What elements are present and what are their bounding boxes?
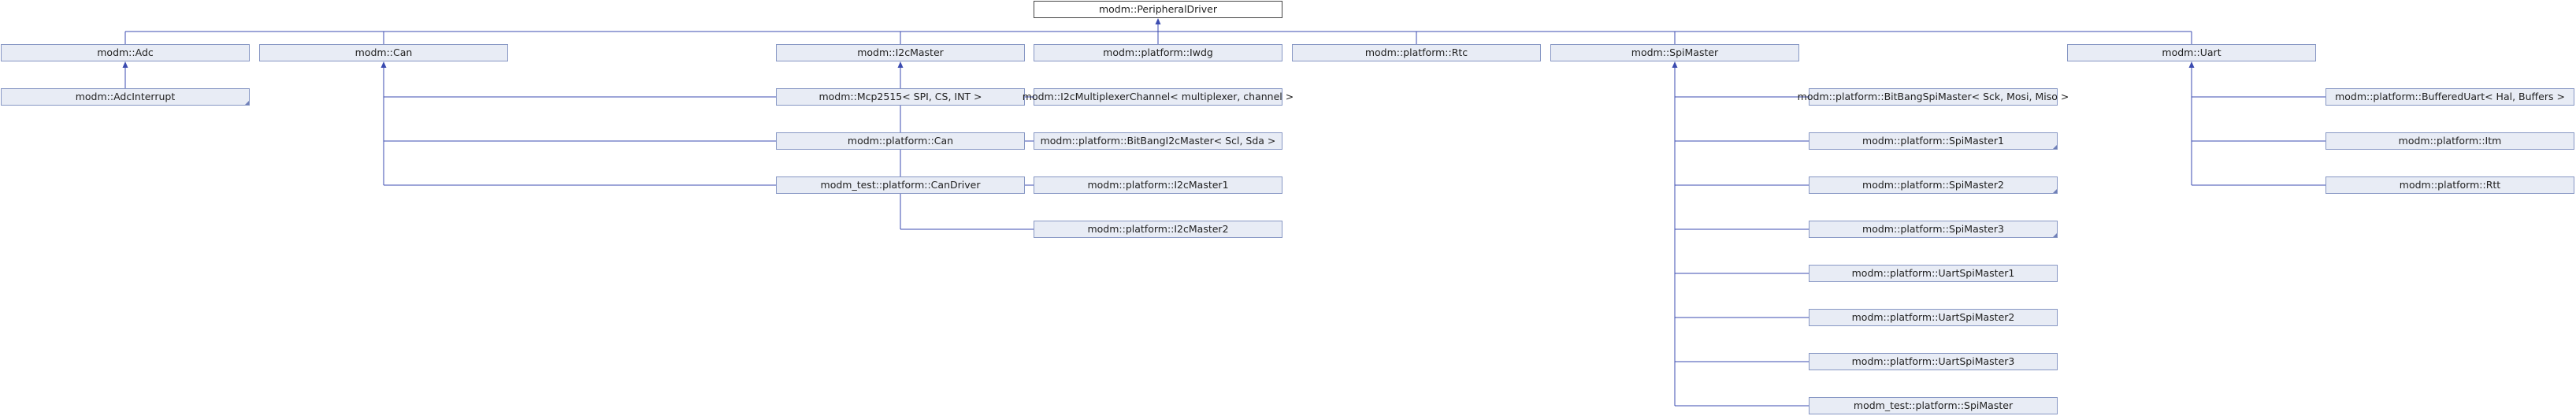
- class-node-i2c1[interactable]: modm::platform::I2cMaster1: [1034, 176, 1282, 194]
- class-node-box: [2067, 44, 2316, 61]
- class-node-box: [776, 176, 1025, 194]
- class-node-box: [776, 88, 1025, 106]
- class-node-i2c[interactable]: modm::I2cMaster: [776, 44, 1025, 61]
- class-node-box: [1, 44, 250, 61]
- class-node-box: [1809, 397, 2058, 414]
- class-node-box: [1809, 132, 2058, 150]
- class-node-box: [1809, 265, 2058, 282]
- class-node-label: modm::SpiMaster: [1631, 46, 1719, 58]
- class-node-label: modm::I2cMaster: [857, 46, 944, 58]
- class-node-label: modm_test::platform::SpiMaster: [1854, 399, 2014, 411]
- class-node-box: [1809, 221, 2058, 238]
- class-node-buart[interactable]: modm::platform::BufferedUart< Hal, Buffe…: [2325, 88, 2574, 106]
- class-node-uspi2[interactable]: modm::platform::UartSpiMaster2: [1809, 309, 2058, 326]
- class-node-label: modm::platform::BitBangI2cMaster< Scl, S…: [1041, 135, 1276, 147]
- class-node-label: modm::platform::Rtt: [2400, 179, 2500, 191]
- class-node-label: modm::platform::UartSpiMaster2: [1852, 311, 2015, 323]
- class-node-rtt[interactable]: modm::platform::Rtt: [2325, 176, 2574, 194]
- truncated-marker-icon: [2053, 145, 2057, 149]
- class-node-label: modm::platform::Can: [848, 135, 953, 147]
- class-node-label: modm::platform::UartSpiMaster1: [1852, 267, 2015, 279]
- class-node-spi2[interactable]: modm::platform::SpiMaster2: [1809, 176, 2058, 194]
- class-node-rtc[interactable]: modm::platform::Rtc: [1292, 44, 1541, 61]
- class-node-label: modm::platform::BufferedUart< Hal, Buffe…: [2335, 91, 2565, 102]
- truncated-marker-icon: [2053, 189, 2057, 193]
- class-node-i2c2[interactable]: modm::platform::I2cMaster2: [1034, 221, 1282, 238]
- class-node-label: modm_test::platform::CanDriver: [821, 179, 982, 191]
- class-node-spi[interactable]: modm::SpiMaster: [1550, 44, 1799, 61]
- inheritance-arrow-spi: [1672, 61, 1678, 68]
- class-node-bbspi[interactable]: modm::platform::BitBangSpiMaster< Sck, M…: [1798, 88, 2069, 106]
- truncated-marker-icon: [2053, 233, 2057, 237]
- class-node-label: modm::platform::BitBangSpiMaster< Sck, M…: [1798, 91, 2069, 102]
- class-node-box: [1809, 353, 2058, 370]
- class-node-uspi3[interactable]: modm::platform::UartSpiMaster3: [1809, 353, 2058, 370]
- class-node-box: [2325, 132, 2574, 150]
- class-node-adcint[interactable]: modm::AdcInterrupt: [1, 88, 250, 106]
- class-node-label: modm::platform::Rtc: [1365, 46, 1468, 58]
- class-node-label: modm::I2cMultiplexerChannel< multiplexer…: [1023, 91, 1294, 102]
- class-node-label: modm::Adc: [97, 46, 154, 58]
- class-node-can[interactable]: modm::Can: [259, 44, 508, 61]
- class-node-box: [776, 44, 1025, 61]
- class-node-box: [1034, 88, 1282, 106]
- class-node-box: [1034, 176, 1282, 194]
- class-node-adc[interactable]: modm::Adc: [1, 44, 250, 61]
- class-node-tspi[interactable]: modm_test::platform::SpiMaster: [1809, 397, 2058, 414]
- class-node-box: [1809, 88, 2058, 106]
- class-node-itm[interactable]: modm::platform::Itm: [2325, 132, 2574, 150]
- class-node-box: [776, 132, 1025, 150]
- inheritance-arrow-can: [380, 61, 387, 68]
- class-node-label: modm::Mcp2515< SPI, CS, INT >: [818, 91, 982, 102]
- class-node-spi3[interactable]: modm::platform::SpiMaster3: [1809, 221, 2058, 238]
- class-node-box: [1809, 176, 2058, 194]
- class-node-label: modm::Can: [355, 46, 413, 58]
- class-node-box: [1, 88, 250, 106]
- class-node-bbi2c[interactable]: modm::platform::BitBangI2cMaster< Scl, S…: [1034, 132, 1282, 150]
- class-node-i2cmux[interactable]: modm::I2cMultiplexerChannel< multiplexer…: [1023, 88, 1294, 106]
- class-node-box: [2325, 176, 2574, 194]
- class-node-box: [259, 44, 508, 61]
- class-node-box: [1292, 44, 1541, 61]
- class-node-iwdg[interactable]: modm::platform::Iwdg: [1034, 44, 1282, 61]
- truncated-marker-icon: [245, 101, 249, 105]
- class-node-uspi1[interactable]: modm::platform::UartSpiMaster1: [1809, 265, 2058, 282]
- class-node-label: modm::Uart: [2162, 46, 2221, 58]
- class-node-label: modm::platform::I2cMaster2: [1087, 223, 1228, 235]
- class-node-mcp[interactable]: modm::Mcp2515< SPI, CS, INT >: [776, 88, 1025, 106]
- class-node-box: [1034, 1, 1282, 18]
- inheritance-arrow-adc: [122, 61, 128, 68]
- inheritance-edges: [122, 18, 2325, 407]
- class-node-peripheral[interactable]: modm::PeripheralDriver: [1034, 1, 1282, 18]
- class-node-label: modm::PeripheralDriver: [1099, 3, 1218, 15]
- class-node-box: [1809, 309, 2058, 326]
- class-node-box: [1034, 132, 1282, 150]
- class-node-uart[interactable]: modm::Uart: [2067, 44, 2316, 61]
- class-node-tcan[interactable]: modm_test::platform::CanDriver: [776, 176, 1025, 194]
- inheritance-arrow-i2c: [897, 61, 904, 68]
- class-node-label: modm::AdcInterrupt: [76, 91, 176, 102]
- class-node-box: [1550, 44, 1799, 61]
- class-node-pcan[interactable]: modm::platform::Can: [776, 132, 1025, 150]
- class-node-label: modm::platform::UartSpiMaster3: [1852, 355, 2015, 367]
- class-node-box: [1034, 221, 1282, 238]
- class-node-label: modm::platform::SpiMaster2: [1862, 179, 2004, 191]
- class-node-label: modm::platform::Iwdg: [1103, 46, 1213, 58]
- inheritance-arrow-root: [1155, 18, 1161, 24]
- class-node-label: modm::platform::Itm: [2399, 135, 2502, 147]
- class-node-box: [1034, 44, 1282, 61]
- inheritance-arrow-uart: [2188, 61, 2195, 68]
- class-node-box: [2325, 88, 2574, 106]
- class-node-label: modm::platform::SpiMaster1: [1862, 135, 2004, 147]
- class-node-spi1[interactable]: modm::platform::SpiMaster1: [1809, 132, 2058, 150]
- class-node-label: modm::platform::I2cMaster1: [1087, 179, 1228, 191]
- class-node-label: modm::platform::SpiMaster3: [1862, 223, 2004, 235]
